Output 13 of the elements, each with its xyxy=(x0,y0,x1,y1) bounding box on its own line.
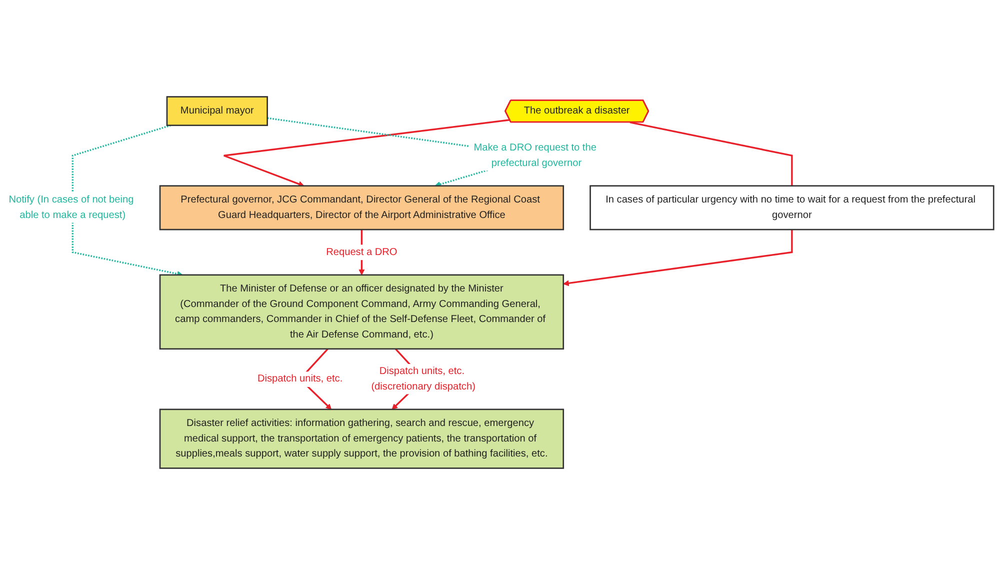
node-box: Prefectural governor, JCG Commandant, Director General of the Regional Coast Guard Headquarters, Director of the Airport Administrative Office xyxy=(159,185,564,230)
edge-label: Dispatch units, etc. xyxy=(257,372,343,384)
node-box: Disaster relief activities: information gathering, search and rescue, emergency medical support, the transportation of emergency patients, the transportation of supplies,meals support, water supply support, the provision of bathing facilities, etc. xyxy=(159,408,564,469)
node-box: The Minister of Defense or an officer designated by the Minister (Commander of the Ground Component Command, Army Commanding General, camp commanders, Commander in Chief of the Self-Defense Fleet, Commander of the Air Defense Command, etc.) xyxy=(159,274,564,350)
connector xyxy=(630,122,793,186)
node-box: In cases of particular urgency with no time to wait for a request from the prefectural governor xyxy=(590,185,994,230)
edge-label: Dispatch units, etc. (discretionary dispatch) xyxy=(371,365,476,392)
edge-label: Make a DRO request to the prefectural governor xyxy=(474,142,596,168)
edge-label: Notify (In cases of not being able to make a request) xyxy=(8,194,134,220)
node-box: Municipal mayor xyxy=(166,96,268,126)
arrow xyxy=(223,119,510,187)
edge-label: Request a DRO xyxy=(326,246,398,258)
arrow xyxy=(563,230,793,286)
